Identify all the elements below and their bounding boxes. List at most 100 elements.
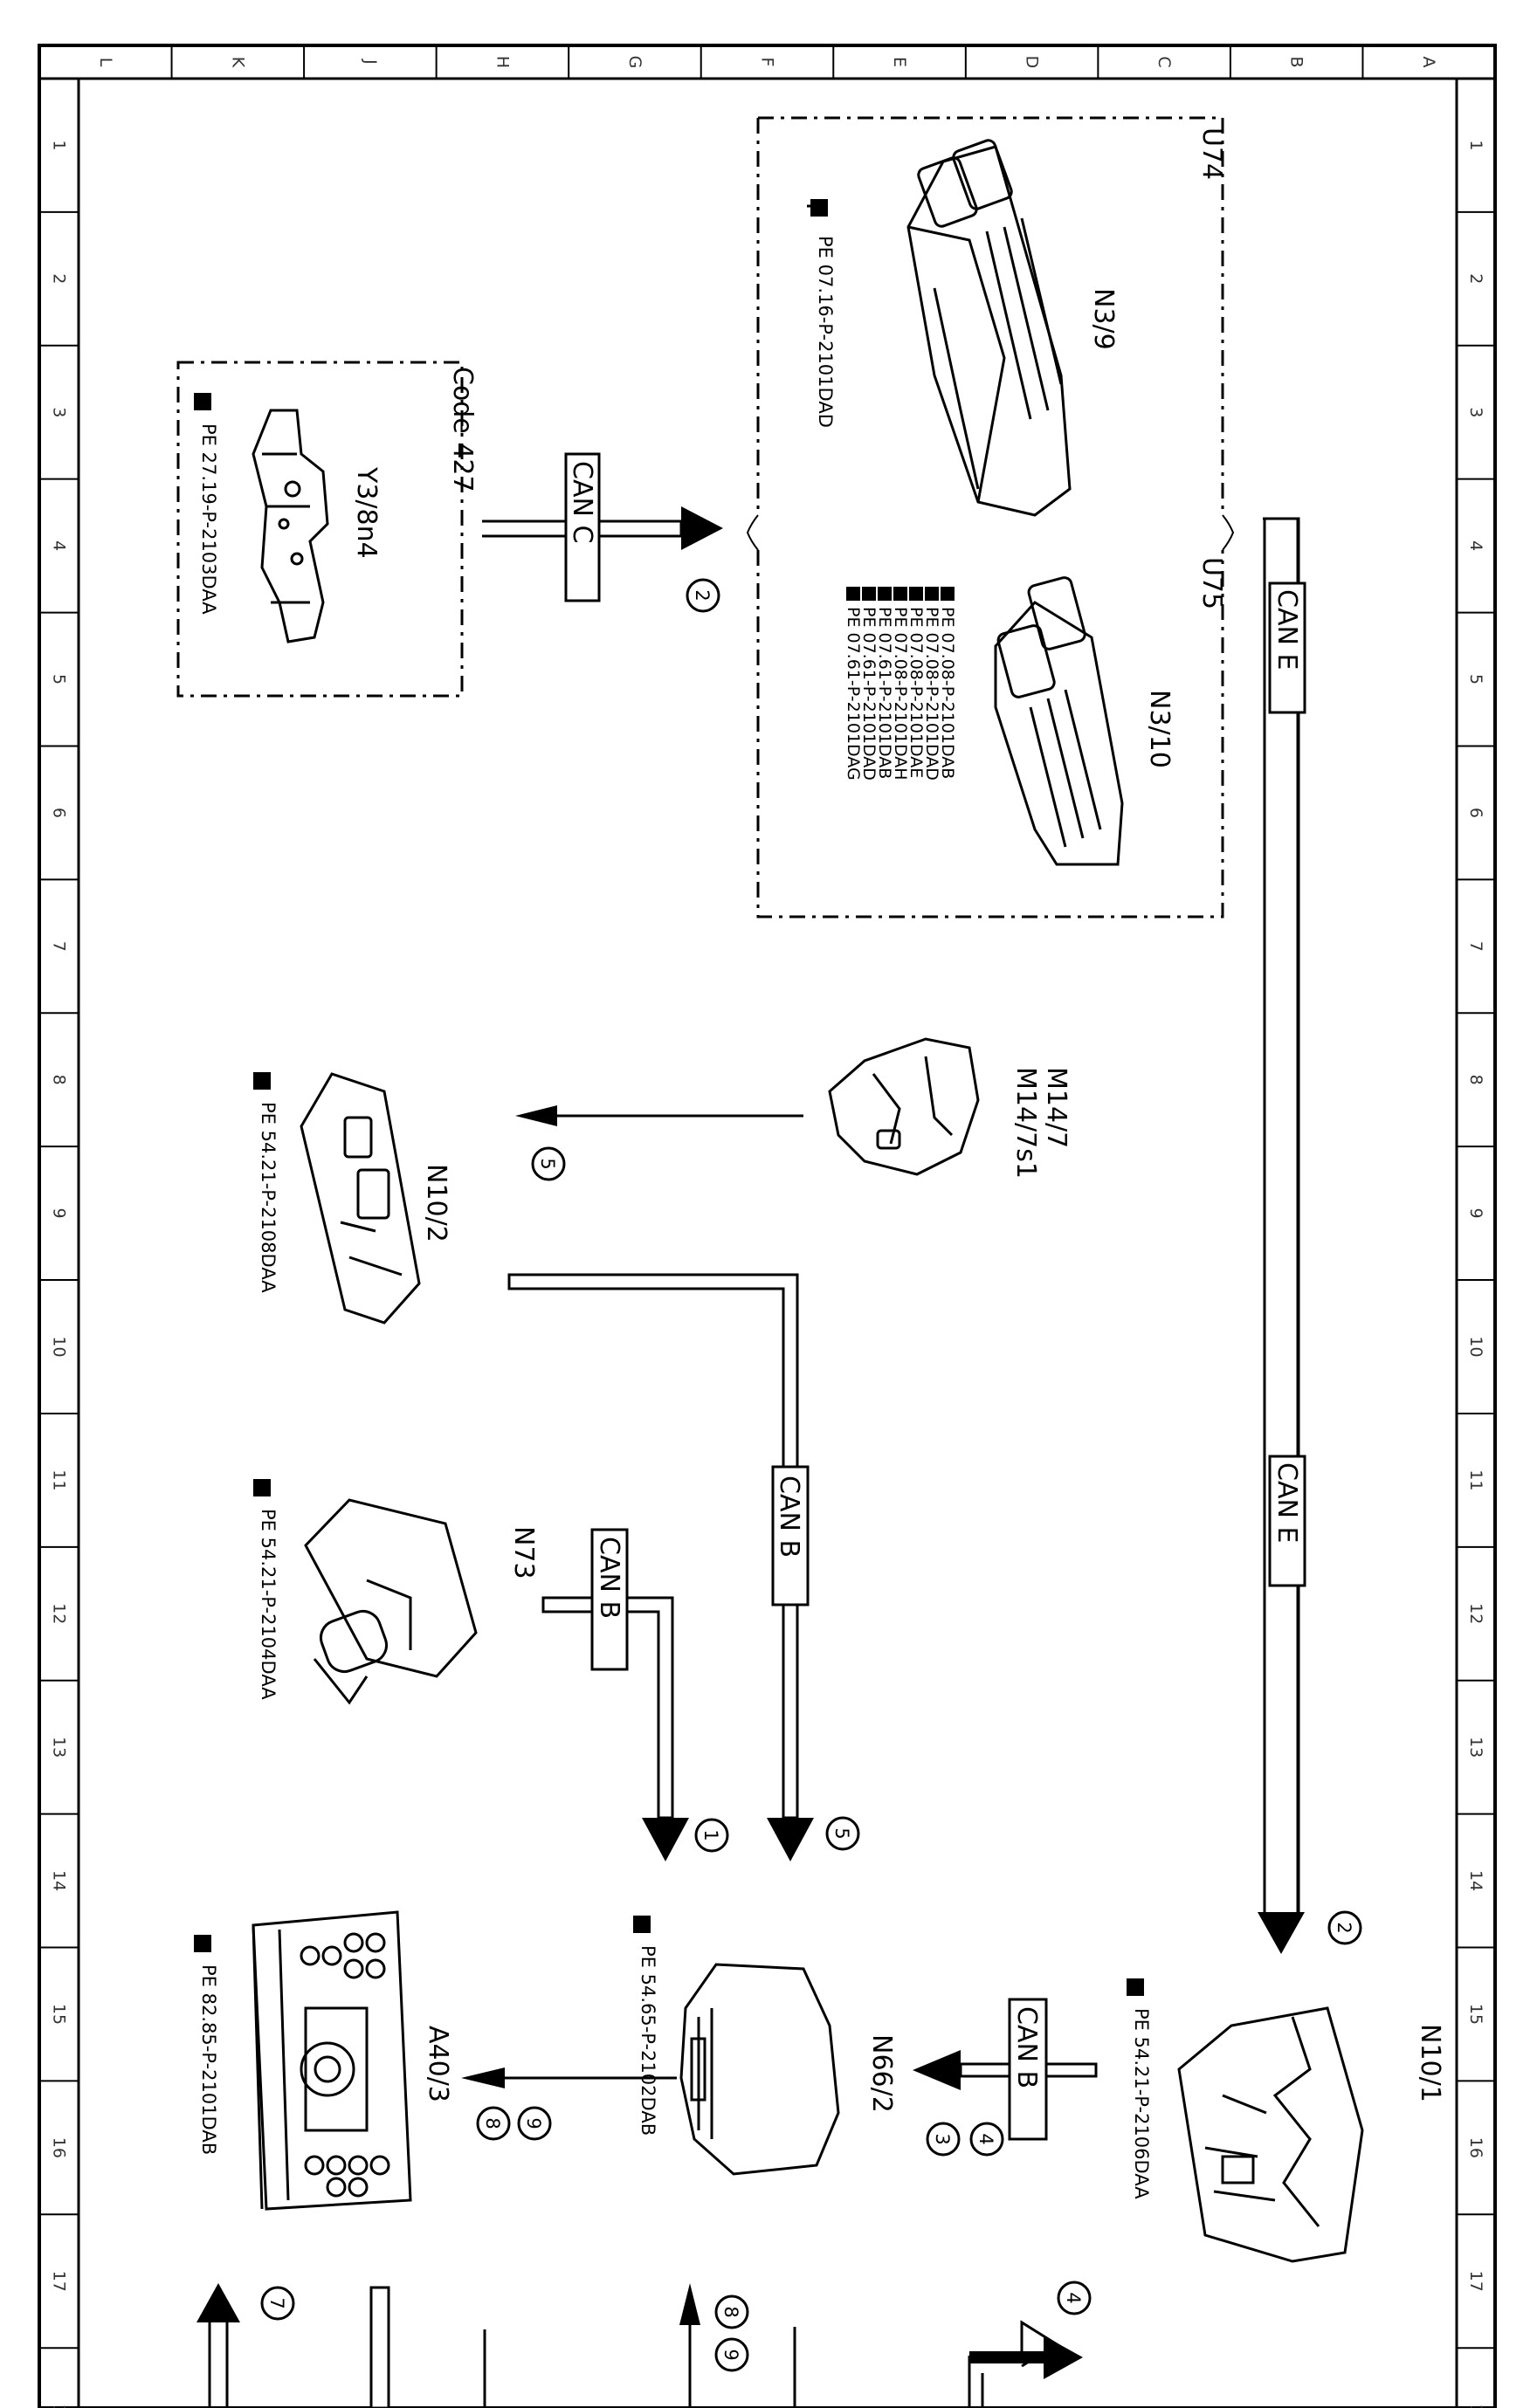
row-label: 13	[50, 1737, 69, 1758]
book-icon	[253, 1072, 271, 1090]
a40-3-display-image	[252, 1910, 412, 2211]
can-e-label-top: CAN E	[1272, 589, 1302, 670]
column-label: D	[1023, 56, 1042, 69]
row-label: 15	[1466, 2004, 1485, 2025]
row-label: 1	[50, 140, 69, 150]
n10-1-component: N10/1 PE 54.21-P-2106DAA	[1127, 1978, 1445, 2263]
circle-1-icon	[694, 1818, 729, 1853]
row-label: 6	[50, 808, 69, 818]
column-label: C	[1154, 56, 1174, 67]
column-label: F	[758, 58, 777, 67]
m14-7-label: M14/7	[1041, 1067, 1072, 1148]
column-label: E	[890, 57, 909, 67]
code427-label: Code 427	[447, 367, 478, 492]
row-label: 18	[1466, 2405, 1485, 2408]
svg-text:3: 3	[932, 2133, 953, 2144]
circle-7-icon	[260, 2286, 295, 2321]
svg-text:5: 5	[831, 1827, 852, 1839]
circle-5-icon	[531, 1146, 566, 1181]
a40-3-component: A40/3 PE 82.85-P-2101DAB	[194, 1910, 453, 2211]
row-label: 3	[1466, 407, 1485, 417]
n10-2-ref: PE 54.21-P-2108DAA	[258, 1102, 279, 1293]
book-icon	[1127, 1978, 1144, 1996]
column-label: B	[1287, 56, 1306, 67]
can-c-link: CAN C 2	[482, 452, 723, 613]
a40-3-ref: PE 82.85-P-2101DAB	[198, 1964, 219, 2155]
column-label: H	[493, 56, 512, 68]
column-label: K	[228, 57, 247, 68]
circle-3-icon	[926, 2122, 961, 2157]
book-icon	[633, 1916, 651, 1933]
book-icon	[925, 587, 939, 601]
row-label: 14	[1466, 1870, 1485, 1891]
book-icon	[194, 393, 211, 410]
row-label: 14	[50, 1870, 69, 1891]
circle-8-icon	[476, 2106, 511, 2141]
can-b-label-1: CAN B	[774, 1476, 804, 1558]
row-label: 4	[50, 540, 69, 551]
a40-3-label: A40/3	[423, 2026, 453, 2102]
column-label: G	[625, 56, 644, 69]
circle-5-icon	[825, 1816, 860, 1851]
row-label: 2	[1466, 273, 1485, 284]
n73-ignition-image	[304, 1498, 478, 1705]
circle-4-icon	[1057, 2281, 1092, 2315]
row-label: 7	[50, 941, 69, 952]
svg-text:9: 9	[523, 2117, 544, 2129]
row-label: 18	[50, 2405, 69, 2408]
u75-ref-item: PE 07.61-P-2101DAG	[844, 607, 863, 781]
book-icon	[941, 587, 955, 601]
n10-1-ref: PE 54.21-P-2106DAA	[1131, 2008, 1152, 2199]
n73-component: N73 PE 54.21-P-2104DAA	[253, 1479, 539, 1705]
can-b-link-n10-1: CAN B 4 3	[913, 1998, 1098, 2157]
row-label: 12	[1466, 1603, 1485, 1624]
n3-9-ref: PE 07.16-P-2101DAD	[815, 236, 836, 428]
row-label: 1	[1466, 140, 1485, 150]
book-icon	[878, 587, 892, 601]
row-label: 9	[1466, 1208, 1485, 1219]
u75-ref-item: PE 07.61-P-2101DAB	[875, 607, 894, 779]
n73-label: N73	[508, 1526, 539, 1579]
row-label: 7	[1466, 941, 1485, 952]
svg-text:2: 2	[692, 589, 713, 601]
n10-2-label: N10/2	[421, 1164, 451, 1242]
n73-ref: PE 54.21-P-2104DAA	[258, 1509, 279, 1700]
row-label: 17	[50, 2271, 69, 2292]
book-icon	[846, 587, 860, 601]
n3-9-ecu-image	[906, 139, 1072, 517]
row-label: 12	[50, 1603, 69, 1624]
row-label: 16	[50, 2137, 69, 2158]
u75-label: U75	[1196, 557, 1227, 609]
code427-block: Code 427 Y3/8n4 PE 27.19-P-2103DAA	[176, 361, 478, 698]
n66-2-label: N66/2	[866, 2034, 897, 2113]
row-label: 11	[1466, 1469, 1485, 1490]
circle-9-icon	[714, 2337, 749, 2372]
n3-10-label: N3/10	[1144, 690, 1175, 768]
book-icon	[893, 587, 907, 601]
row-label: 11	[50, 1469, 69, 1490]
u74-block: U74 N3/9 PE 07.16-P-2101DAD	[746, 116, 1235, 551]
can-e-link: CAN E CAN E 2	[1258, 517, 1362, 1954]
y3-8n4-ref: PE 27.19-P-2103DAA	[198, 423, 219, 615]
row-label: 10	[50, 1336, 69, 1357]
n10-1-module-image	[1177, 2006, 1364, 2263]
svg-text:2: 2	[1334, 1922, 1354, 1933]
row-label: 6	[1466, 808, 1485, 818]
can-c-label: CAN C	[567, 461, 597, 543]
row-label: 8	[1466, 1075, 1485, 1085]
circle-8-icon	[714, 2294, 749, 2329]
drawing-frame	[38, 44, 1497, 2408]
row-label: 8	[50, 1075, 69, 1085]
row-label: 13	[1466, 1737, 1485, 1758]
u74-label: U74	[1196, 127, 1227, 180]
row-label: 17	[1466, 2271, 1485, 2292]
u75-ref-item: PE 07.08-P-2101DAD	[922, 607, 941, 781]
can-b-label-3: CAN B	[1011, 2006, 1042, 2088]
n10-1-label: N10/1	[1415, 2024, 1445, 2102]
can-b-link-n10-2: CAN B 5	[507, 1273, 860, 1861]
column-label: J	[361, 58, 380, 65]
y3-8n4-module-image	[252, 409, 329, 643]
row-label: 5	[50, 674, 69, 685]
